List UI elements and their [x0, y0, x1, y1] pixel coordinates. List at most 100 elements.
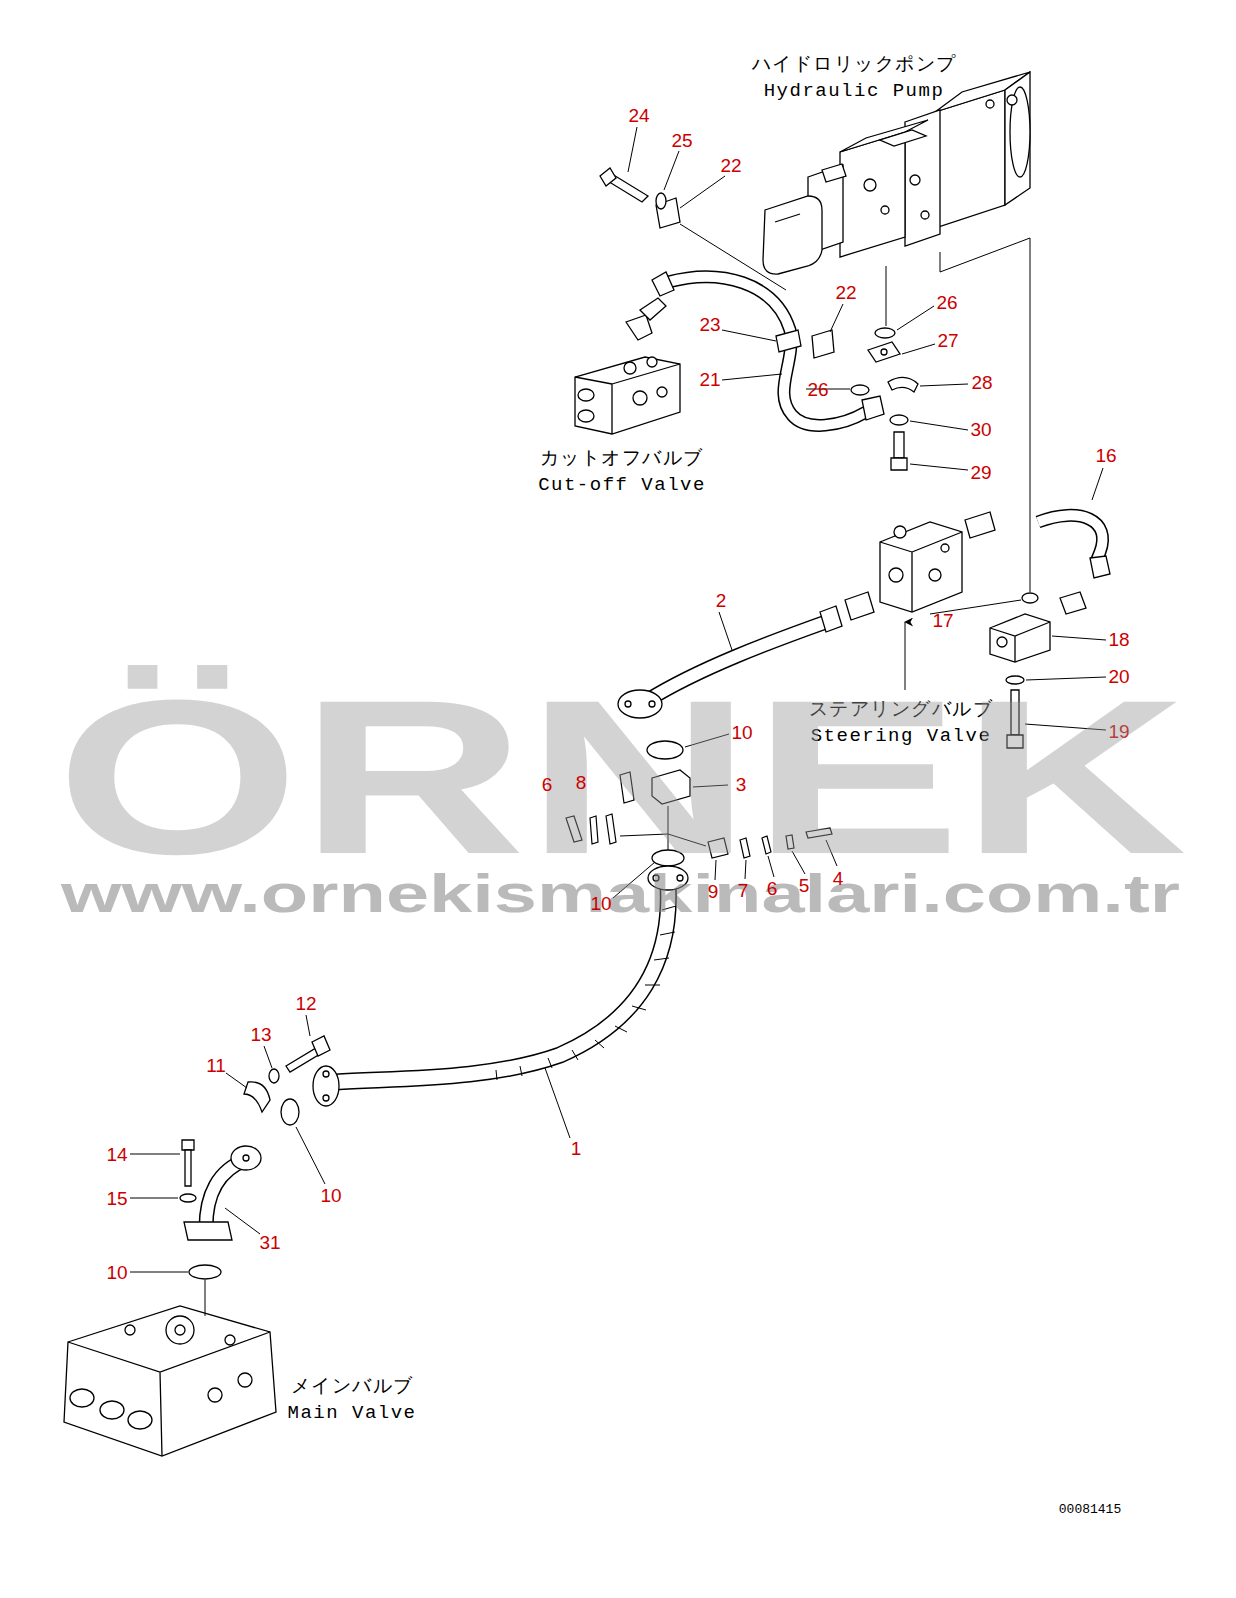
- flange: [323, 1095, 329, 1101]
- watermark-url: www.ornekismakinalari.com.tr: [61, 866, 1180, 920]
- steering-valve: [1060, 592, 1086, 614]
- hydraulic-pump: [935, 90, 1005, 228]
- callout-number: 10: [320, 1186, 341, 1205]
- cut-off-valve: [575, 357, 680, 434]
- hose: [1038, 515, 1103, 562]
- hose-fitting: [888, 377, 918, 392]
- leader-line: [940, 238, 1030, 592]
- hose-fitting: [652, 272, 674, 296]
- component-name: ハイドロリックポンプ: [752, 52, 957, 78]
- main-valve: [225, 1335, 235, 1345]
- flange: [231, 1146, 261, 1170]
- hydraulic-pump: [1007, 95, 1017, 105]
- steering-valve: [941, 544, 949, 552]
- cut-off-valve: [578, 410, 594, 422]
- flange: [189, 1265, 221, 1279]
- main-valve: [175, 1325, 185, 1335]
- callout-number: 22: [835, 283, 856, 302]
- callout-number: 14: [106, 1145, 127, 1164]
- flange: [269, 1069, 279, 1083]
- hose: [668, 277, 866, 426]
- callout-number: 7: [738, 881, 749, 900]
- hose-fitting: [812, 330, 834, 358]
- leader-line: [680, 176, 725, 208]
- component-name: Cut-off Valve: [538, 472, 706, 498]
- leader-line: [226, 1073, 247, 1088]
- hose-fitting: [868, 342, 900, 362]
- hose-fitting: [891, 458, 907, 470]
- flange: [1090, 556, 1110, 578]
- hose: [668, 277, 866, 426]
- leader-line: [225, 1208, 260, 1234]
- leader-line: [722, 330, 776, 341]
- leader-line: [130, 1198, 178, 1199]
- component-label: ハイドロリックポンプHydraulic Pump: [748, 50, 961, 106]
- callout-number: 31: [259, 1233, 280, 1252]
- callout-number: 24: [628, 106, 649, 125]
- cut-off-valve: [640, 298, 666, 320]
- callout-number: 26: [807, 380, 828, 399]
- callout-number: 11: [206, 1056, 226, 1075]
- steering-valve: [845, 592, 874, 620]
- watermark: ÖRNEK: [56, 667, 1187, 887]
- hose-fitting: [862, 396, 884, 420]
- steering-valve: [990, 614, 1050, 662]
- hose: [668, 277, 866, 426]
- main-valve: [100, 1401, 124, 1419]
- steering-valve: [889, 568, 903, 582]
- callout-number: 12: [295, 994, 316, 1013]
- hose-guard: [496, 906, 676, 1080]
- hose: [206, 1160, 246, 1228]
- hose: [206, 1160, 246, 1228]
- callout-number: 13: [250, 1025, 271, 1044]
- steering-valve: [965, 512, 995, 538]
- steering-valve: [880, 532, 962, 612]
- callout-number: 16: [1095, 446, 1116, 465]
- leader-line: [920, 384, 968, 386]
- callout-number: 1: [571, 1139, 582, 1158]
- callout-number: 23: [699, 315, 720, 334]
- hose-fitting: [894, 432, 904, 458]
- main-valve: [166, 1316, 194, 1344]
- component-name: Main Valve: [287, 1400, 416, 1426]
- main-valve: [125, 1325, 135, 1335]
- callout-number: 29: [970, 463, 991, 482]
- steering-valve: [894, 526, 906, 538]
- hydraulic-pump: [881, 206, 889, 214]
- callout-number: 6: [767, 879, 778, 898]
- hose-fitting: [600, 168, 918, 470]
- leader-line: [296, 1127, 325, 1184]
- leader-line: [1092, 468, 1103, 500]
- hydraulic-pump: [921, 211, 929, 219]
- leader-line: [306, 1015, 310, 1036]
- hydraulic-pump: [775, 214, 800, 222]
- callout-number: 25: [671, 131, 692, 150]
- hose-fitting: [600, 168, 616, 186]
- cut-off-valve: [647, 357, 657, 367]
- leader-line: [664, 151, 679, 190]
- flange: [281, 1099, 299, 1125]
- steering-valve: [997, 637, 1007, 647]
- hydraulic-pump: [840, 132, 905, 257]
- hydraulic-pump: [910, 175, 920, 185]
- hydraulic-pump: [864, 179, 876, 191]
- leader-line: [910, 421, 968, 430]
- hydraulic-pump: [880, 130, 926, 146]
- drawing-number: 00081415: [1059, 1503, 1121, 1516]
- main-valve: [70, 1389, 94, 1407]
- steering-valve: [929, 569, 941, 581]
- callout-number: 30: [970, 420, 991, 439]
- leader-line: [719, 612, 732, 650]
- callout-number: 18: [1108, 630, 1129, 649]
- steering-valve: [1022, 593, 1038, 603]
- cut-off-valve: [633, 391, 647, 405]
- hydraulic-pump: [840, 120, 928, 152]
- leader-line: [130, 1154, 180, 1155]
- cut-off-valve: [624, 362, 636, 374]
- hydraulic-pump: [763, 72, 1030, 274]
- leader-line: [628, 127, 637, 172]
- flange: [313, 1066, 339, 1106]
- component-name: カットオフバルブ: [538, 446, 706, 472]
- cut-off-valve: [657, 387, 667, 397]
